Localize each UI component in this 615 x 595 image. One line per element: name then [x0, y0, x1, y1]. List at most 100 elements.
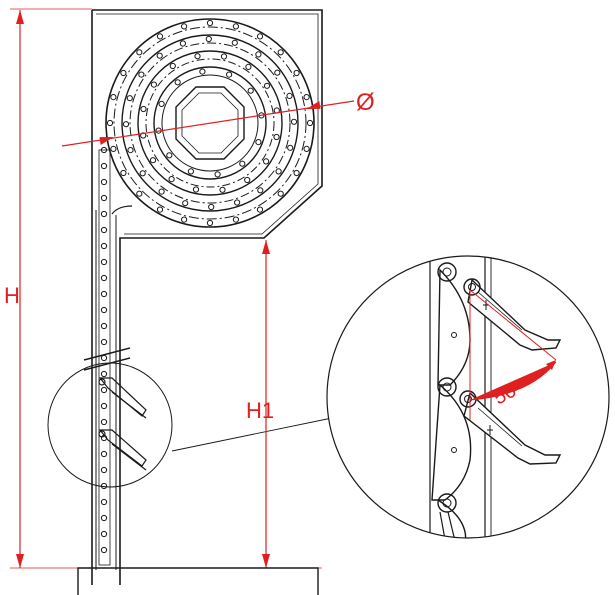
strip-hinge-dot: [100, 226, 108, 234]
roll-hinge-dot: [303, 94, 310, 101]
roll-hinge-dot: [219, 186, 226, 193]
roll-hinge-dot: [140, 105, 147, 113]
strip-hinge-dot: [100, 450, 108, 458]
strip-hinge-dot: [100, 274, 108, 282]
strip-outline: [98, 149, 111, 566]
roll-hinge-dot: [306, 119, 314, 127]
roll-hinge-dot: [122, 121, 130, 128]
roll-hinge-dot: [255, 51, 262, 58]
roll-hinge-dot: [110, 145, 117, 152]
strip-hinge-dot: [100, 338, 108, 346]
base-sill: [77, 567, 319, 595]
detail-view: [326, 255, 610, 539]
curtain-roll: [105, 18, 315, 228]
roll-hinge-dot: [290, 118, 298, 125]
roll-hinge-dot: [156, 206, 164, 213]
roll-hinge-dot: [169, 62, 176, 70]
roll-hinge-dot: [158, 188, 165, 195]
strip-hinge-dot: [100, 354, 108, 362]
roll-hinge-dot: [256, 33, 264, 40]
roll-hinge-dot: [168, 176, 175, 183]
strip-hinge-dot: [100, 402, 108, 410]
strip-hinge-dot: [100, 386, 108, 394]
roll-hinge-dot: [214, 171, 221, 178]
roll-hinge-dot: [275, 168, 282, 175]
small-slats: [98, 377, 147, 471]
roll-hinge-dot: [158, 100, 165, 108]
roll-hinge-dot: [179, 40, 186, 47]
strip-hinge-dot: [100, 498, 108, 506]
strip-hinge-dot: [100, 306, 108, 314]
roll-hinge-dot: [205, 35, 212, 43]
strip-hinge-dot: [100, 546, 108, 554]
strip-hinge-dot: [100, 194, 108, 202]
roll-hinge-dot: [194, 53, 201, 60]
roll-hinge-dot: [136, 49, 143, 56]
roll-hinge-dot: [286, 92, 293, 100]
roll-hinge-dot: [293, 69, 300, 77]
roll-hinge-dot: [127, 147, 134, 154]
label-diameter: Ø: [356, 89, 375, 116]
roll-hinge-dot: [287, 144, 294, 151]
strip-hinge-dot: [100, 290, 108, 298]
roll-hinge-dot: [234, 199, 241, 206]
roll-hinge-dot: [277, 49, 284, 56]
strip-hinge-dot: [100, 178, 108, 186]
strip-hinge-dot: [100, 322, 108, 330]
roll-hinge-dot: [139, 170, 146, 177]
strip-hinge-dot: [100, 162, 108, 170]
roll-hinge-dot: [245, 63, 252, 71]
roll-hinge-dot: [293, 169, 300, 177]
roll-hinge-dot: [187, 168, 194, 175]
roll-hinge-dot: [110, 94, 117, 101]
roll-hinge-dot: [273, 133, 280, 141]
roll-hinge-dot: [138, 71, 145, 78]
curtain-strip: [98, 146, 111, 566]
roll-hinge-dot: [263, 82, 271, 89]
roll-hinge-dot: [257, 187, 264, 194]
roll-hinge-dot: [120, 169, 127, 177]
roll-hinge-dot: [263, 158, 270, 165]
break-mark: [83, 347, 131, 371]
roll-hinge-dot: [156, 52, 163, 59]
guide-rail: [95, 205, 133, 570]
magnifier-connector: [171, 417, 333, 452]
roll-hinge-dot: [106, 119, 114, 127]
label-H: H: [4, 283, 20, 308]
shutter-box: [91, 9, 323, 585]
roll-hinge-dot: [181, 23, 188, 30]
roll-hinge-dot: [149, 157, 157, 164]
roll-hinge-dot: [156, 33, 164, 40]
roll-hinge-dot: [206, 19, 214, 27]
roll-hinge-dot: [206, 219, 214, 227]
roll-hinge-dot: [244, 176, 251, 184]
label-H1: H1: [246, 398, 274, 423]
roll-hinge-dot: [181, 216, 188, 223]
roll-hinge-dot: [255, 139, 262, 146]
roll-hinge-dot: [136, 190, 143, 197]
roll-hinge-dot: [199, 68, 206, 75]
roll-hinge-dot: [232, 23, 239, 30]
strip-hinge-dot: [100, 514, 108, 522]
strip-hinge-dot: [100, 370, 108, 378]
strip-hinge-dot: [100, 418, 108, 426]
roll-hinge-dot: [150, 81, 157, 88]
roll-hinge-dot: [192, 186, 200, 193]
roll-hinge-dot: [208, 203, 215, 211]
roll-hinge-dot: [232, 216, 239, 223]
roll-hinge-dot: [166, 152, 173, 159]
roll-hinge-dot: [120, 69, 127, 77]
roll-hinge-dot: [247, 87, 254, 94]
roll-hinge-dot: [303, 145, 310, 152]
strip-hinge-dot: [100, 258, 108, 266]
strip-hinge-dot: [100, 482, 108, 490]
roll-hinge-dot: [274, 69, 281, 76]
strip-hinge-dot: [100, 466, 108, 474]
roll-hinge-dot: [182, 200, 189, 207]
roll-hinge-dot: [174, 79, 181, 86]
roll-hinge-dot: [231, 39, 238, 46]
dimension-lines: [10, 8, 557, 569]
roll-hinge-dot: [220, 53, 228, 60]
